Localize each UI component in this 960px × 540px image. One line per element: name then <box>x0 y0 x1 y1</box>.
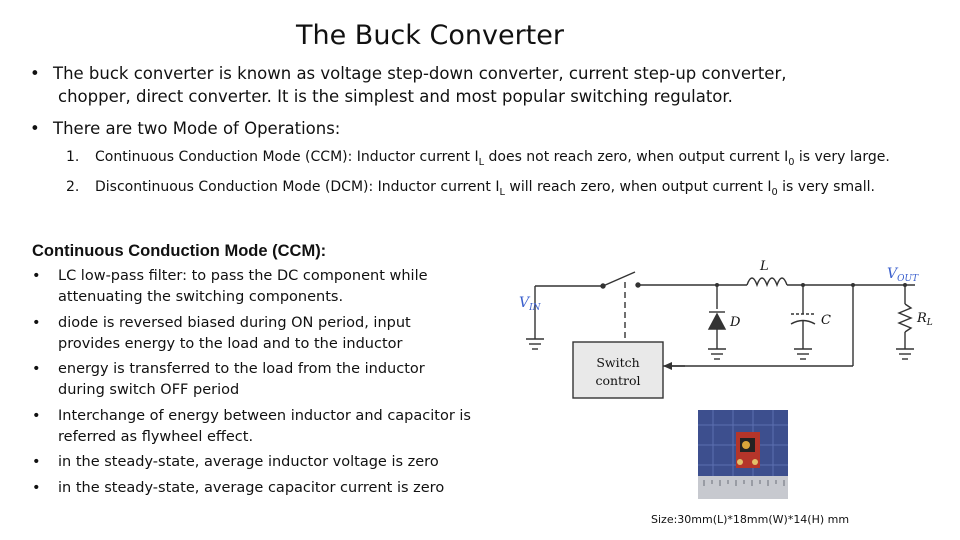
vin-label: VIN <box>519 295 542 313</box>
inductor-label: L <box>759 259 769 274</box>
rl-label: RL <box>916 311 933 328</box>
slide-title: The Buck Converter <box>296 20 564 51</box>
list-item: •in the steady-state, average capacitor … <box>32 479 445 496</box>
list-item: •LC low-pass filter: to pass the DC comp… <box>32 268 428 305</box>
bullet-description-line2: chopper, direct converter. It is the sim… <box>58 87 733 106</box>
bullet-dot: • <box>30 119 40 138</box>
list-item: •energy is transferred to the load from … <box>32 361 425 398</box>
diode-label: D <box>729 315 741 330</box>
vout-label: VOUT <box>887 266 919 284</box>
mode-item-dcm: 2.Discontinuous Conduction Mode (DCM): I… <box>66 178 875 198</box>
bullet-description-line1: The buck converter is known as voltage s… <box>53 64 787 83</box>
bullet-modes-text: There are two Mode of Operations: <box>53 119 341 138</box>
switch-control-line2: control <box>595 373 640 388</box>
mode-item-ccm: 1.Continuous Conduction Mode (CCM): Indu… <box>66 149 890 168</box>
list-item: •diode is reversed biased during ON peri… <box>32 314 411 352</box>
buck-converter-circuit: L D C VIN VOUT RL Switch control <box>519 259 933 399</box>
bullet-modes: • There are two Mode of Operations: <box>30 119 340 138</box>
capacitor-label: C <box>821 313 831 328</box>
converter-module-photo <box>698 410 788 499</box>
ccm-heading: Continuous Conduction Mode (CCM): <box>32 242 327 260</box>
switch-control-line1: Switch <box>596 355 639 370</box>
ccm-points-list: •LC low-pass filter: to pass the DC comp… <box>32 266 482 503</box>
list-item: •Interchange of energy between inductor … <box>32 407 471 445</box>
bullet-dot: • <box>30 64 40 83</box>
list-item: •in the steady-state, average inductor v… <box>32 454 439 470</box>
size-caption: Size:30mm(L)*18mm(W)*14(H) mm <box>651 513 850 526</box>
bullet-description: • The buck converter is known as voltage… <box>30 62 830 108</box>
modes-list: 1.Continuous Conduction Mode (CCM): Indu… <box>66 145 890 205</box>
